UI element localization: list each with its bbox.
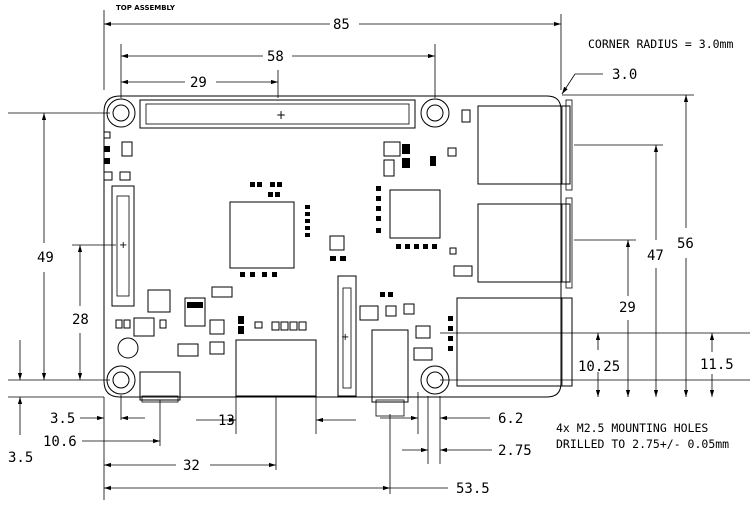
hdmi-connector	[235, 339, 317, 397]
small-components	[103, 109, 473, 361]
dim-hdmi-width: 13	[218, 413, 235, 429]
ethernet-port	[456, 297, 573, 387]
camera-connector	[337, 275, 357, 397]
dim-edge-y: 3.5	[8, 450, 33, 466]
note-mounting-holes: 4x M2.5 MOUNTING HOLES	[556, 421, 708, 435]
dim-eth-y1: 10.25	[578, 359, 620, 375]
dim-audio-width: 6.2	[498, 411, 523, 427]
board-outline	[103, 95, 562, 398]
dim-usb-mid: 47	[647, 248, 664, 264]
dim-hole-spacing-x: 58	[267, 49, 284, 65]
dim-audio-center: 53.5	[456, 481, 490, 497]
note-corner-radius: CORNER RADIUS = 3.0mm	[588, 37, 733, 51]
dim-corner: 3.0	[612, 67, 637, 83]
usb-controller-chip	[389, 189, 441, 239]
svg-text:+: +	[276, 108, 286, 122]
note-drill-size: DRILLED TO 2.75+/- 0.05mm	[556, 437, 729, 451]
dim-power-x: 10.6	[43, 434, 77, 450]
svg-text:+: +	[119, 240, 127, 251]
usb-port-bottom	[477, 197, 573, 289]
svg-text:+: +	[341, 332, 349, 343]
dim-overall-width: 85	[333, 17, 350, 33]
dim-header-center: 29	[190, 75, 207, 91]
dim-edge-x: 3.5	[50, 411, 75, 427]
dim-hole-spacing-y: 49	[37, 250, 54, 266]
gpio-header: +	[139, 99, 416, 129]
dim-usb-top: 56	[677, 236, 694, 252]
dim-audio-offset: 2.75	[498, 443, 532, 459]
mounting-hole-bottom-left	[106, 365, 136, 395]
dim-hdmi-y: 28	[72, 312, 89, 328]
drawing-title: TOP ASSEMBLY	[116, 4, 176, 12]
audio-jack	[371, 329, 409, 403]
usb-port-top	[477, 99, 573, 191]
mounting-hole-top-left	[106, 98, 136, 128]
dim-eth-y2: 11.5	[700, 357, 734, 373]
mounting-hole-top-right	[420, 98, 450, 128]
dim-usb-low: 29	[619, 300, 636, 316]
dim-hdmi-center: 32	[183, 458, 200, 474]
display-connector	[111, 185, 135, 307]
soc-chip	[229, 201, 295, 269]
